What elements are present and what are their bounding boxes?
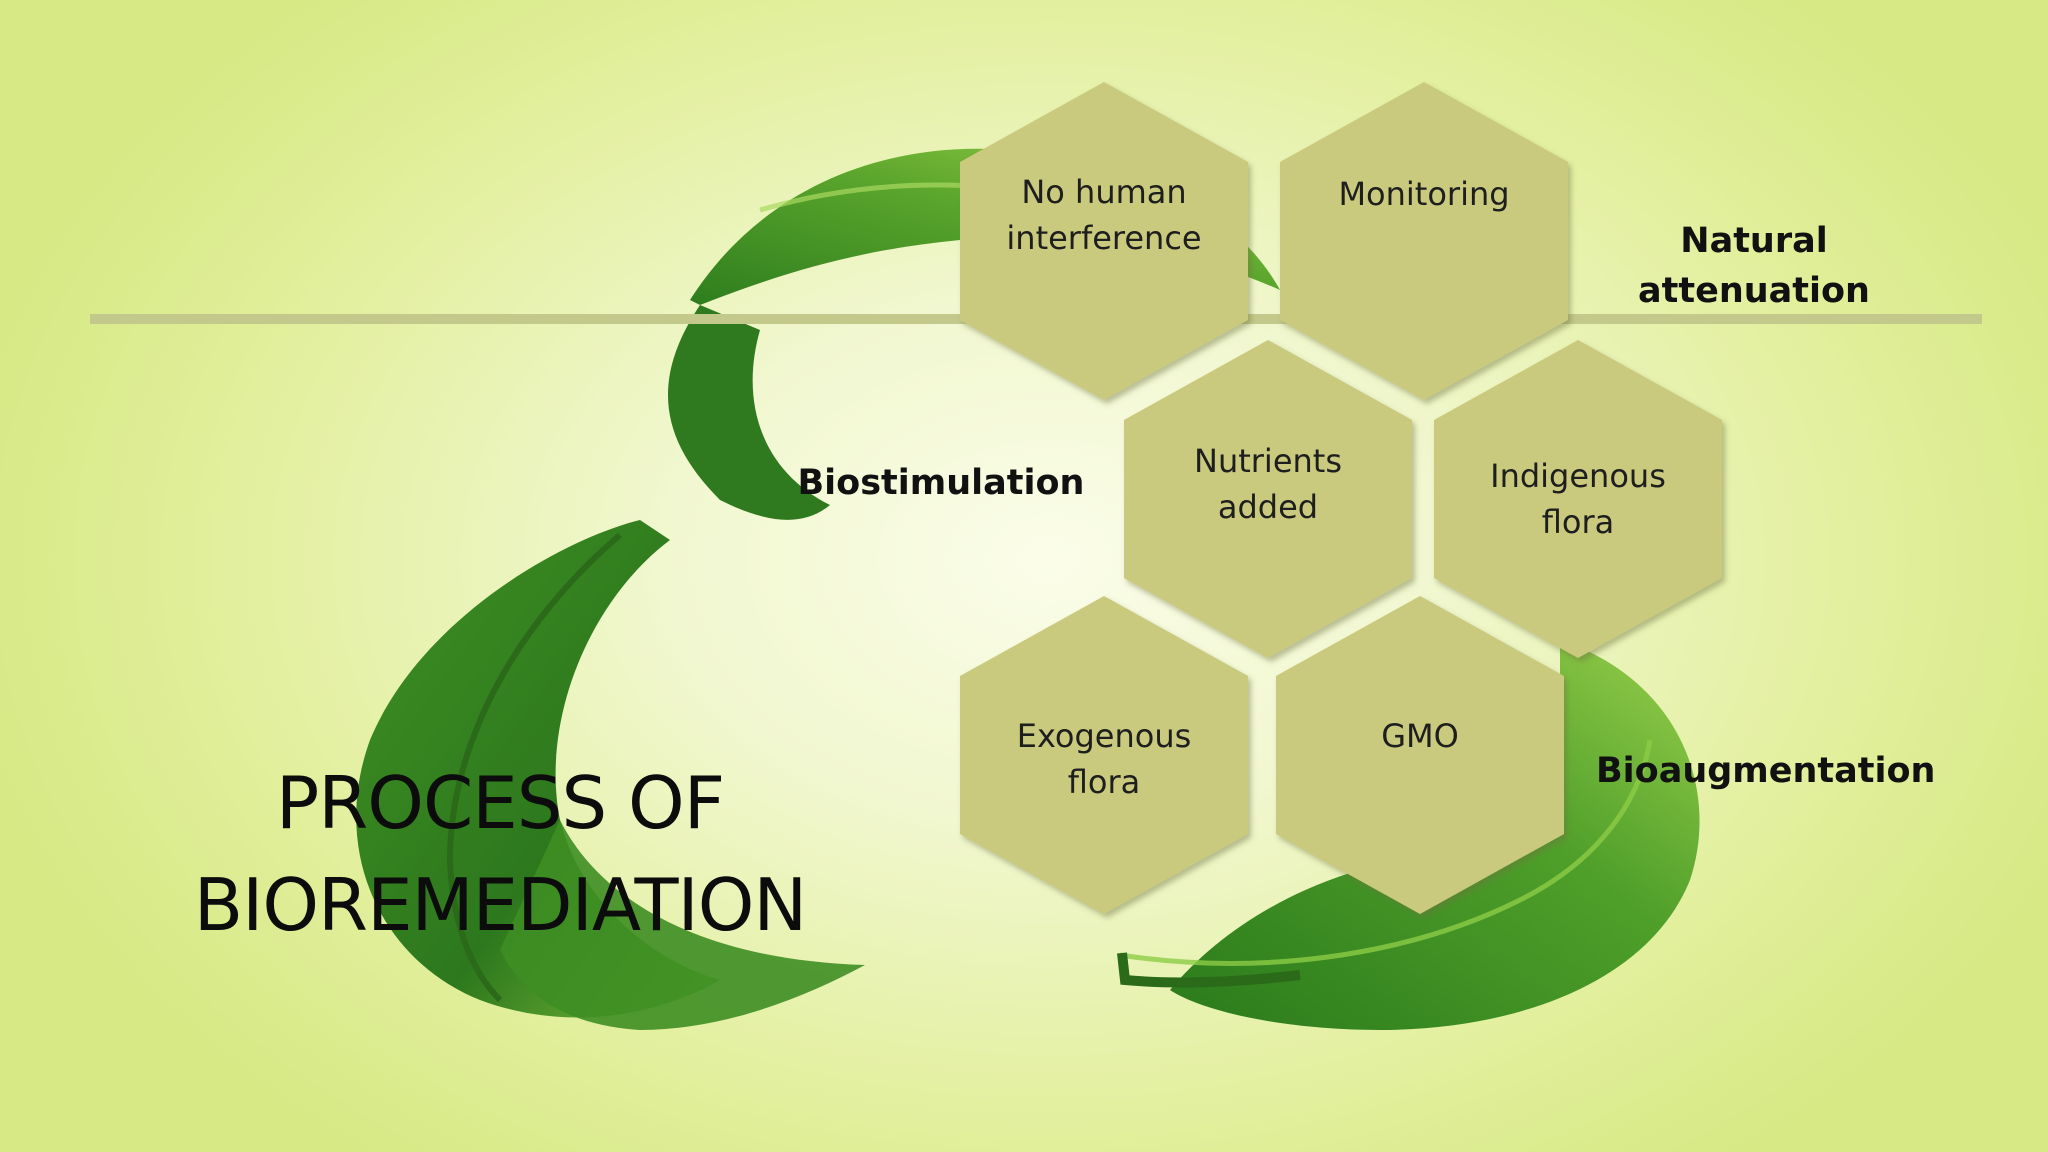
hexagon-shape <box>1276 596 1564 914</box>
hexagon-label-line: Nutrients <box>1194 442 1342 480</box>
label-line: attenuation <box>1638 271 1870 311</box>
label-text: Bioaugmentation <box>1596 751 1936 791</box>
hexagon-label-line: interference <box>1006 219 1202 257</box>
hexagon-shape <box>960 82 1248 400</box>
hexagon-label-line: flora <box>1067 763 1141 801</box>
label-bioaugmentation: Bioaugmentation <box>1596 746 1936 796</box>
hexagon-shape <box>1124 340 1412 658</box>
leaf-icon <box>356 520 865 1030</box>
hexagon-label-line: added <box>1217 488 1319 526</box>
hexagon-shape <box>1280 82 1568 400</box>
hexagon-gmo: GMO <box>1274 594 1566 916</box>
title-line: BIOREMEDIATION <box>193 863 808 947</box>
hexagon-nutrients-added: Nutrients added <box>1122 338 1414 660</box>
label-text: Biostimulation <box>797 463 1085 503</box>
label-biostimulation: Biostimulation <box>796 458 1086 508</box>
hexagon-label-line: Indigenous <box>1490 457 1666 495</box>
hexagon-monitoring: Monitoring <box>1278 80 1570 402</box>
title-line: PROCESS OF <box>275 761 725 845</box>
label-line: Natural <box>1680 221 1828 261</box>
hexagon-indigenous-flora: Indigenous flora <box>1432 338 1724 660</box>
hexagon-label-line: No human <box>1021 173 1187 211</box>
hexagon-label-line: Monitoring <box>1338 174 1510 213</box>
slide-title: PROCESS OF BIOREMEDIATION <box>120 752 880 956</box>
hexagon-shape <box>960 596 1248 914</box>
hexagon-label-line: flora <box>1541 503 1615 541</box>
leaf-icon <box>1117 640 1700 1030</box>
hexagon-no-human-interference: No human interference <box>958 80 1250 402</box>
hexagon-shape <box>1434 340 1722 658</box>
hexagon-label-line: Exogenous <box>1016 717 1192 755</box>
hexagon-label-line: GMO <box>1381 717 1459 755</box>
hexagon-exogenous-flora: Exogenous flora <box>958 594 1250 916</box>
label-natural-attenuation: Natural attenuation <box>1612 216 1896 316</box>
